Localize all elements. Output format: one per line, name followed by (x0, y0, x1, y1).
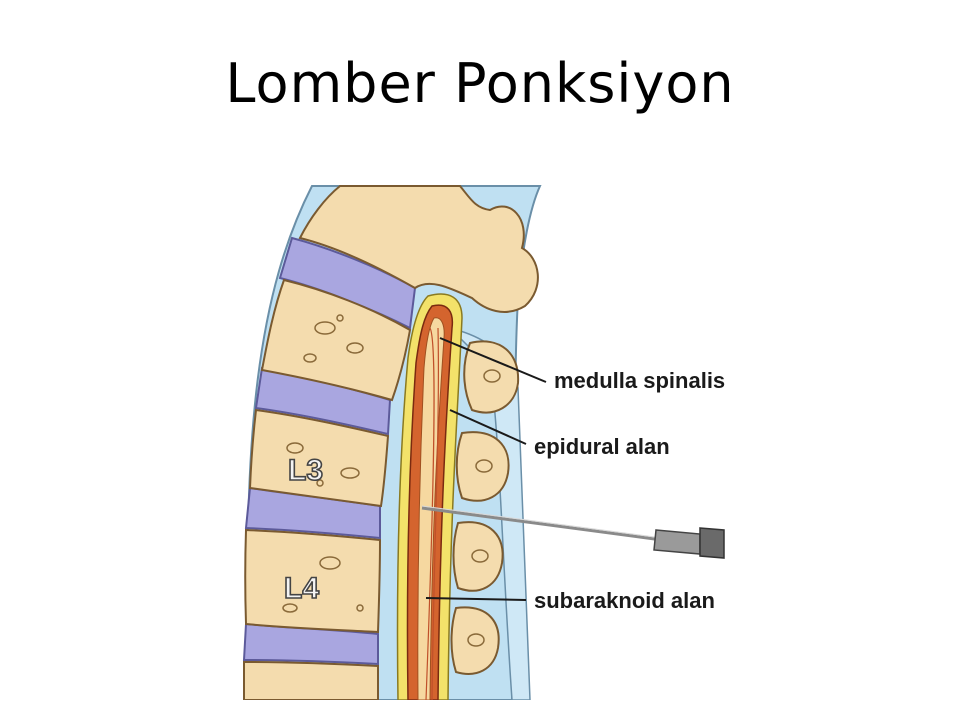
spinal-needle (421, 505, 725, 559)
spinous-processes (450, 340, 520, 675)
bone-texture (282, 314, 364, 613)
lumbar-spine-diagram: medulla spinalis epidural alan subarakno… (242, 185, 725, 700)
label-epidural-alan: epidural alan (534, 434, 670, 459)
vertebral-body (244, 528, 382, 634)
spinal-cord-fibers (425, 327, 440, 700)
needle-hub (653, 529, 701, 555)
slide-title: Lomber Ponksiyon (225, 52, 735, 115)
label-medulla-spinalis: medulla spinalis (554, 368, 725, 393)
needle-grip (699, 527, 725, 559)
upper-vertebral-arch (298, 185, 539, 313)
vertebral-body (243, 660, 379, 700)
spinous-process-texture (467, 369, 501, 647)
vertebral-body (248, 408, 390, 508)
label-subaraknoid-alan: subaraknoid alan (534, 588, 715, 613)
vertebral-body (260, 278, 412, 402)
vertebra-label-l4: L4 (284, 572, 319, 605)
callout-leader-lines (425, 337, 547, 601)
vertebra-label-l3: L3 (288, 454, 323, 487)
